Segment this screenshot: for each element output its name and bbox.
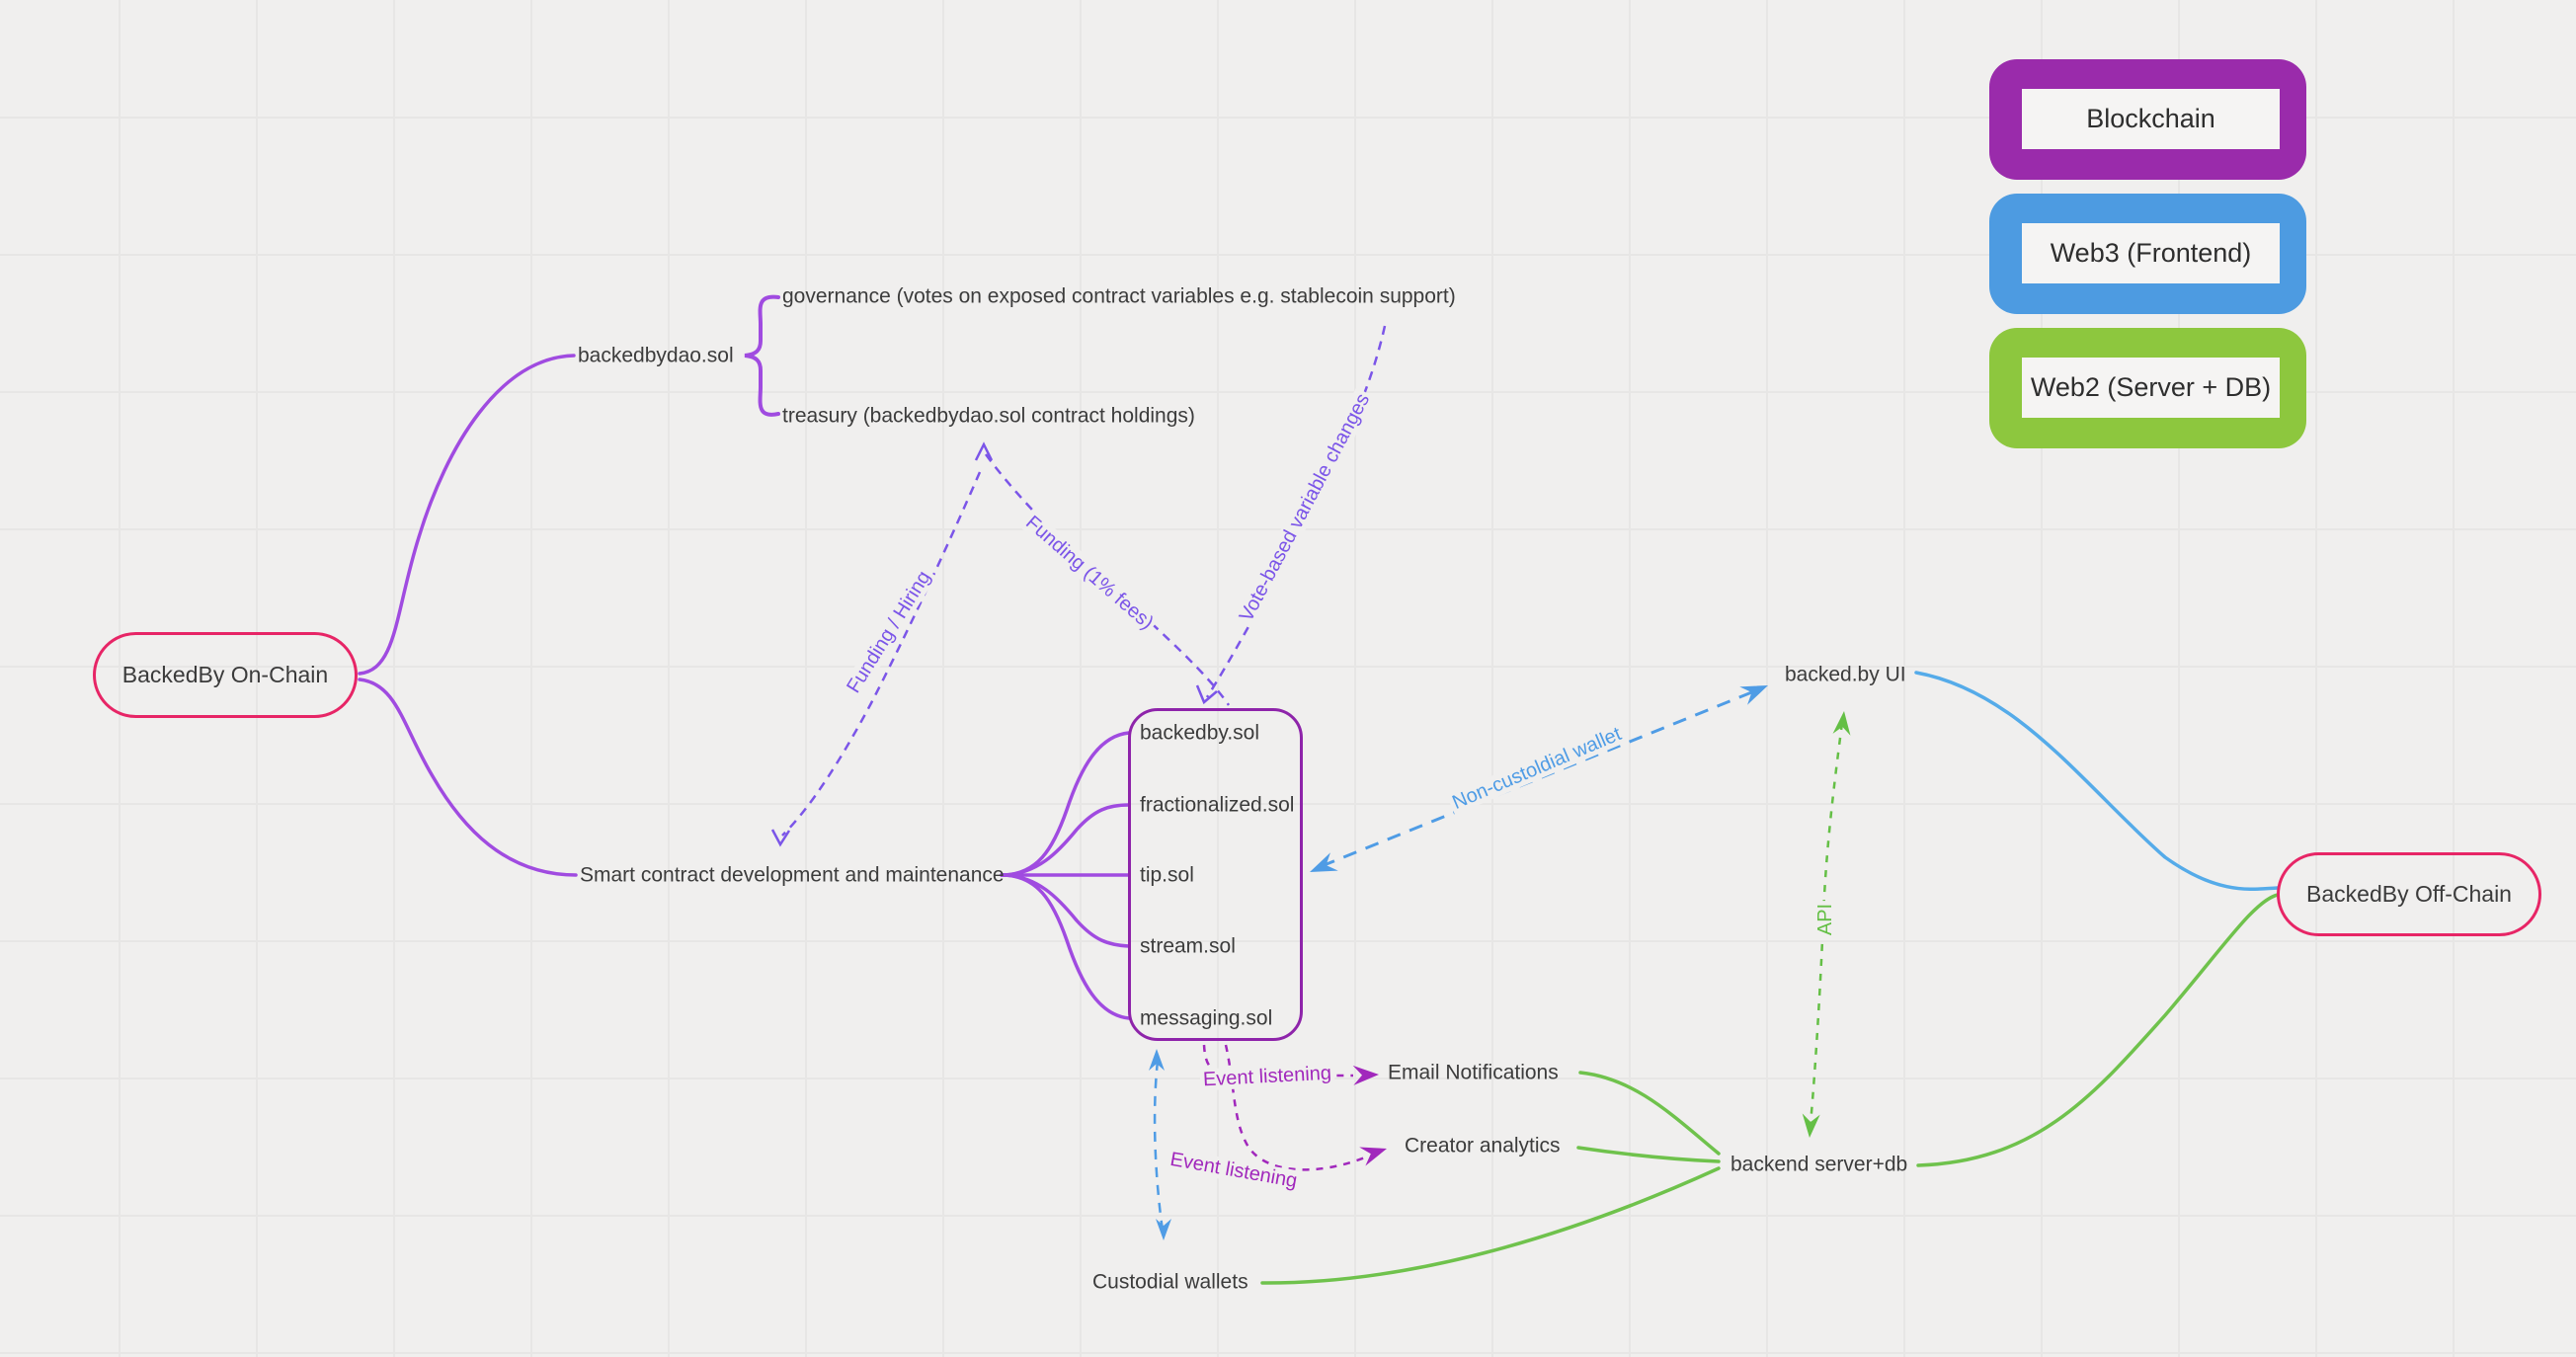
edge-backend-offchain: [1916, 893, 2280, 1167]
on-chain-branches: [358, 354, 578, 877]
node-label: BackedBy On-Chain: [121, 662, 329, 687]
node-backend-server-db[interactable]: backend server+db: [1731, 1153, 1908, 1176]
legend-item-blockchain[interactable]: Blockchain: [1989, 59, 2306, 180]
legend-item-web3-frontend[interactable]: Web3 (Frontend): [1989, 194, 2306, 314]
legend-label: Web3 (Frontend): [2022, 223, 2280, 283]
node-stream-sol[interactable]: stream.sol: [1140, 934, 1236, 958]
edge-label-api[interactable]: API: [1814, 900, 1836, 939]
node-custodial-wallets[interactable]: Custodial wallets: [1092, 1270, 1248, 1294]
node-creator-analytics[interactable]: Creator analytics: [1405, 1134, 1561, 1157]
legend: Blockchain Web3 (Frontend) Web2 (Server …: [1989, 59, 2306, 462]
edge-label-funding-fees[interactable]: Funding (1% fees): [1018, 510, 1161, 636]
legend-label: Web2 (Server + DB): [2022, 358, 2280, 418]
node-label: BackedBy Off-Chain: [2306, 881, 2512, 907]
node-smart-contract-dev[interactable]: Smart contract development and maintenan…: [580, 863, 1005, 887]
node-email-notifications[interactable]: Email Notifications: [1388, 1061, 1559, 1084]
edge-label-event-listening-2[interactable]: Event listening: [1166, 1148, 1302, 1193]
node-backed-by-ui[interactable]: backed.by UI: [1785, 663, 1906, 686]
node-messaging-sol[interactable]: messaging.sol: [1140, 1006, 1273, 1030]
node-backedby-sol[interactable]: backedby.sol: [1140, 721, 1260, 745]
contracts-group-box[interactable]: [1128, 708, 1303, 1041]
edge-custodial-link: [1149, 1049, 1171, 1240]
legend-label: Blockchain: [2022, 89, 2280, 149]
node-treasury[interactable]: treasury (backedbydao.sol contract holdi…: [782, 404, 1195, 428]
edge-label-vote-based[interactable]: Vote-based variable changes: [1234, 387, 1376, 628]
node-backedby-off-chain[interactable]: BackedBy Off-Chain: [2277, 852, 2541, 936]
node-fractionalized-sol[interactable]: fractionalized.sol: [1140, 793, 1295, 817]
node-backedby-on-chain[interactable]: BackedBy On-Chain: [93, 632, 358, 718]
node-governance[interactable]: governance (votes on exposed contract va…: [782, 284, 1456, 308]
edge-label-funding-hiring[interactable]: Funding / Hiring: [841, 564, 937, 700]
node-tip-sol[interactable]: tip.sol: [1140, 863, 1194, 887]
contract-fan: [1000, 731, 1131, 1020]
node-backedbydao-sol[interactable]: backedbydao.sol: [578, 344, 734, 367]
legend-item-web2-server-db[interactable]: Web2 (Server + DB): [1989, 328, 2306, 448]
dao-children-brace: [744, 294, 780, 417]
edge-ui-offchain: [1914, 671, 2280, 892]
backend-inbound-curves: [1260, 1071, 1721, 1285]
edge-label-event-listening-1[interactable]: Event listening: [1199, 1062, 1335, 1091]
edge-label-non-custodial[interactable]: Non-custoldial wallet: [1446, 721, 1628, 816]
